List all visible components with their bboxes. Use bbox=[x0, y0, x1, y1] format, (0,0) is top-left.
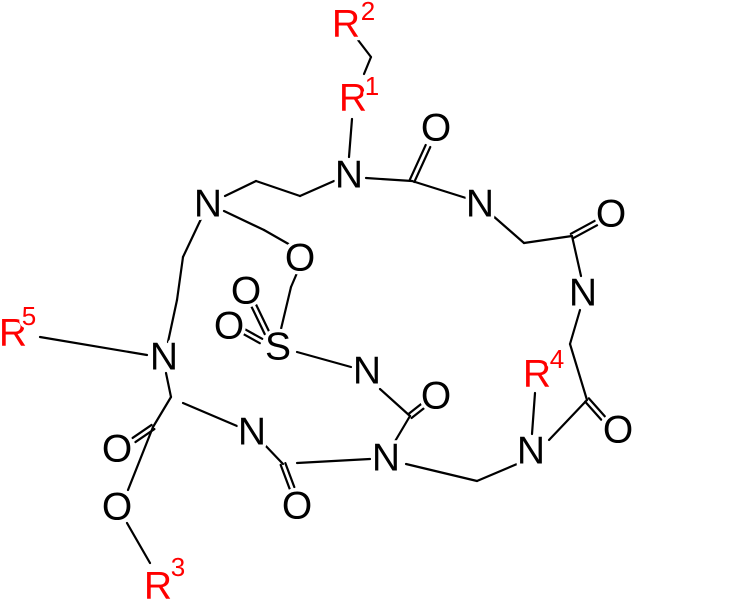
atom-label-N1: N bbox=[335, 154, 363, 197]
atom-label-O4: O bbox=[231, 270, 261, 313]
bond bbox=[413, 145, 432, 184]
atom-label-R3-superscript: 3 bbox=[171, 552, 185, 582]
atom-label-R2-superscript: 2 bbox=[361, 0, 375, 26]
atom-label-N8: N bbox=[372, 437, 400, 480]
bond bbox=[530, 391, 537, 436]
bond bbox=[295, 350, 353, 369]
bond bbox=[279, 285, 293, 331]
bond bbox=[392, 414, 412, 445]
atom-label-R1: R bbox=[339, 77, 367, 120]
bond bbox=[126, 425, 155, 492]
bond bbox=[254, 301, 271, 334]
atom-label-R4: R bbox=[523, 353, 551, 396]
atom-label-S1: S bbox=[265, 326, 291, 369]
atom-label-N5: N bbox=[150, 336, 178, 379]
atom-label-O3: O bbox=[285, 237, 315, 280]
bond bbox=[151, 395, 173, 429]
atom-label-N7: N bbox=[517, 430, 545, 473]
bond bbox=[262, 228, 294, 248]
bond bbox=[408, 143, 427, 182]
atom-label-R3: R bbox=[144, 565, 172, 599]
atom-label-R5: R bbox=[0, 312, 27, 355]
bond bbox=[254, 179, 302, 198]
bond bbox=[261, 441, 285, 466]
bond bbox=[223, 179, 258, 198]
atom-label-R2: R bbox=[332, 3, 360, 46]
bond bbox=[569, 219, 596, 235]
bond bbox=[404, 462, 479, 483]
atom-label-N6: N bbox=[353, 350, 381, 393]
bond bbox=[570, 234, 583, 278]
bond bbox=[587, 397, 606, 418]
bond bbox=[279, 463, 291, 490]
bond bbox=[181, 401, 239, 428]
atom-label-R1-superscript: 1 bbox=[365, 71, 379, 101]
atom-label-N9: N bbox=[238, 411, 266, 454]
bond bbox=[410, 179, 468, 200]
bond bbox=[164, 371, 173, 399]
bond bbox=[222, 209, 266, 232]
atom-label-N4: N bbox=[194, 183, 222, 226]
atom-label-O1: O bbox=[421, 107, 451, 150]
bond bbox=[584, 400, 603, 421]
atom-label-N3: N bbox=[569, 272, 597, 315]
bond bbox=[284, 462, 296, 489]
bond-layer bbox=[38, 38, 606, 565]
bond bbox=[356, 38, 373, 59]
atom-label-O2: O bbox=[596, 193, 626, 236]
atom-label-O9: O bbox=[102, 486, 132, 529]
bond bbox=[125, 521, 152, 565]
bond bbox=[547, 398, 589, 442]
bond bbox=[181, 217, 203, 259]
bond bbox=[410, 405, 427, 420]
bond bbox=[568, 342, 589, 402]
bond bbox=[38, 335, 149, 357]
atom-label-N2: N bbox=[466, 183, 494, 226]
atom-label-O10: O bbox=[282, 485, 312, 528]
atom-label-O6: O bbox=[421, 375, 451, 418]
bond bbox=[378, 387, 412, 418]
bond bbox=[240, 332, 261, 345]
atom-label-R5-superscript: 5 bbox=[22, 301, 36, 331]
bond bbox=[364, 176, 414, 183]
bond bbox=[522, 234, 574, 245]
bond bbox=[243, 327, 264, 340]
bond bbox=[289, 271, 299, 289]
bond bbox=[362, 55, 373, 76]
bond bbox=[475, 462, 519, 483]
atom-label-O7: O bbox=[603, 409, 633, 452]
bond bbox=[572, 224, 599, 240]
bond bbox=[490, 213, 526, 245]
bond bbox=[166, 298, 179, 344]
atom-label-O5: O bbox=[214, 305, 244, 348]
bond bbox=[295, 457, 372, 465]
bond bbox=[347, 117, 354, 159]
atom-label-O8: O bbox=[102, 428, 132, 471]
bond bbox=[298, 179, 336, 198]
bond bbox=[175, 255, 185, 302]
bond bbox=[249, 303, 266, 336]
bond bbox=[407, 401, 424, 416]
bond bbox=[568, 308, 582, 346]
bond bbox=[131, 423, 153, 440]
atom-label-R4-superscript: 4 bbox=[550, 344, 564, 374]
